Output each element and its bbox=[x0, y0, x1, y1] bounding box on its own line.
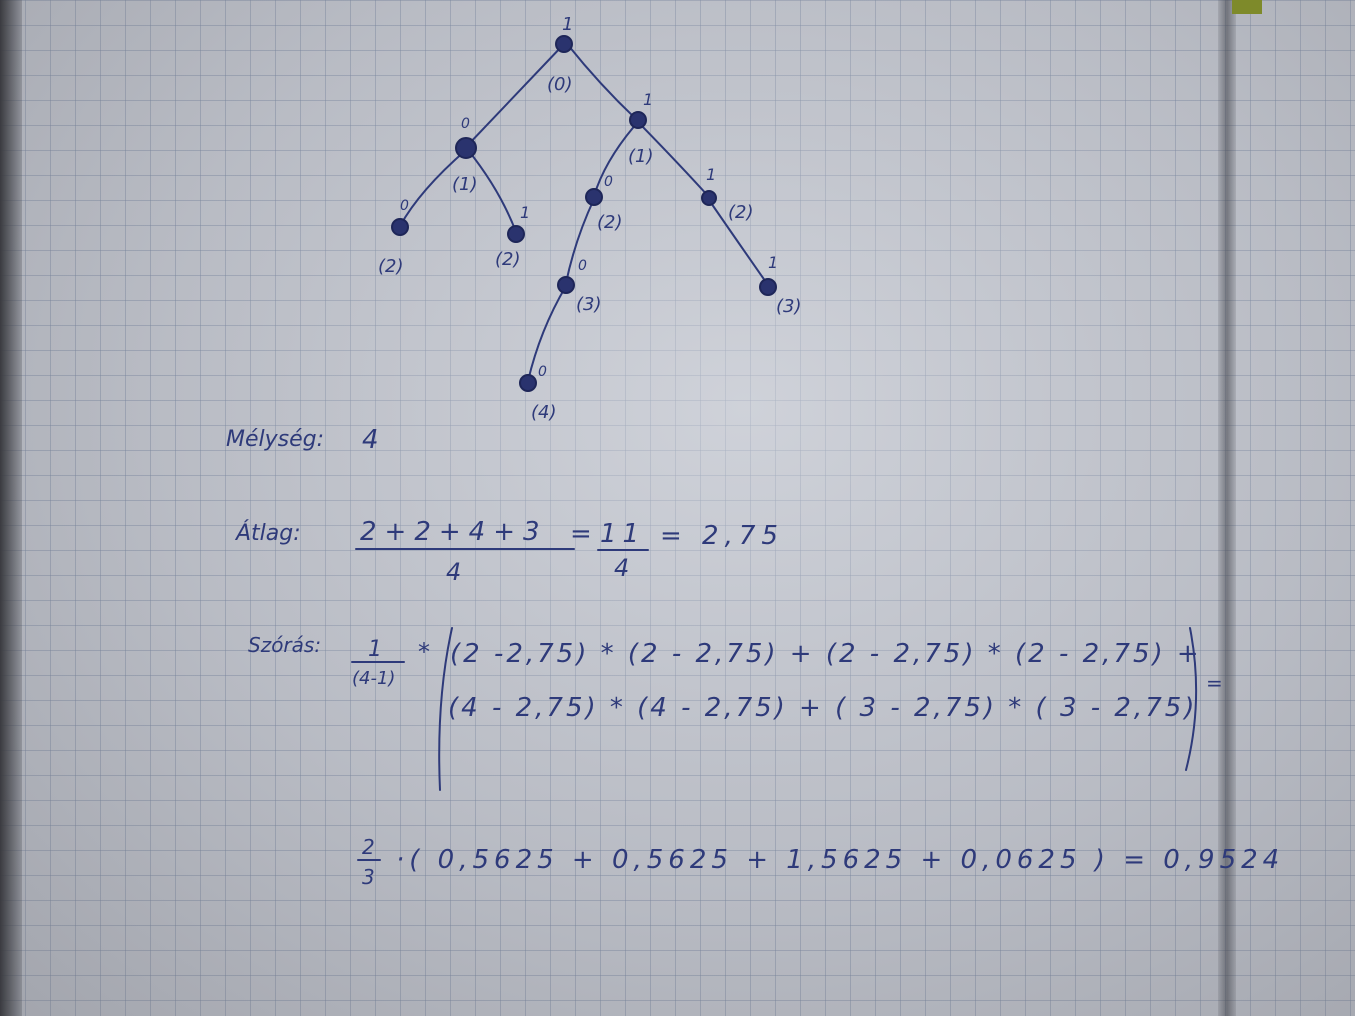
tree-label: (0) bbox=[547, 74, 573, 95]
average-label: Átlag: bbox=[234, 520, 301, 546]
variance-times: * bbox=[418, 638, 430, 666]
variance-left-paren bbox=[438, 627, 453, 791]
variance-coef-num: 1 bbox=[368, 637, 382, 662]
tree-node-right: 1 (1) bbox=[628, 90, 654, 167]
tree-label: 1 bbox=[643, 90, 653, 109]
tree-label: (3) bbox=[776, 296, 802, 317]
tree-label: 0 bbox=[538, 364, 547, 380]
edge-a-ab bbox=[467, 149, 517, 233]
average-denominator: 4 bbox=[446, 558, 461, 586]
tree-node-dot bbox=[391, 218, 409, 236]
variance-coef-den: (4-1) bbox=[352, 668, 395, 689]
tree-label: (2) bbox=[728, 202, 754, 223]
tree-label: 0 bbox=[461, 116, 470, 132]
average-frac2-den: 4 bbox=[614, 554, 629, 582]
tree-node-dot bbox=[701, 190, 717, 206]
tree-edges bbox=[399, 44, 769, 382]
final-line: 2 3 ·( 0,5625 + 0,5625 + 1,5625 + 0,0625… bbox=[357, 835, 1284, 889]
edge-a-aa bbox=[399, 149, 467, 227]
tree-label: (3) bbox=[576, 294, 602, 315]
tree-label: (4) bbox=[531, 402, 557, 423]
tree-node-dot bbox=[555, 35, 573, 53]
tree-label: 1 bbox=[768, 253, 778, 272]
tree-node-dot bbox=[759, 278, 777, 296]
page-left-edge bbox=[0, 0, 22, 1016]
final-coef-den: 3 bbox=[362, 865, 375, 889]
tree-node-dot bbox=[519, 374, 537, 392]
tree-node-left-right: 1 (2) bbox=[495, 203, 530, 270]
edge-root-right bbox=[567, 44, 638, 121]
tree-node-deepest: 0 (4) bbox=[519, 364, 557, 423]
tree-label: 0 bbox=[400, 198, 409, 214]
tree-label: 0 bbox=[604, 174, 613, 190]
tree-node-right-left-left: 0 (3) bbox=[557, 258, 602, 315]
notebook-cover-corner bbox=[1232, 0, 1262, 14]
average-equals: = bbox=[570, 519, 592, 549]
edge-bb-bbb bbox=[708, 199, 769, 286]
tree-node-right-right: 1 (2) bbox=[701, 165, 754, 223]
tree-node-right-left: 0 (2) bbox=[585, 174, 623, 233]
tree-node-root: 1 (0) bbox=[547, 14, 573, 95]
final-expression: ·( 0,5625 + 0,5625 + 1,5625 + 0,0625 ) =… bbox=[396, 845, 1284, 875]
variance-row-1: (2 -2,75) * (2 - 2,75) + (2 - 2,75) * (2… bbox=[450, 639, 1202, 669]
tree-label: (1) bbox=[628, 146, 654, 167]
tree-node-dot bbox=[557, 276, 575, 294]
edge-baa-baaa bbox=[527, 285, 567, 382]
edge-ba-baa bbox=[565, 198, 595, 284]
notebook-spine bbox=[1218, 0, 1236, 1016]
tree-label: (2) bbox=[378, 256, 404, 277]
depth-value: 4 bbox=[362, 425, 379, 455]
variance-label: Szórás: bbox=[248, 633, 321, 657]
tree-node-right-right-right: 1 (3) bbox=[759, 253, 802, 317]
edge-root-left bbox=[465, 44, 564, 148]
average-frac2-num: 11 bbox=[600, 519, 645, 549]
tree-label: (2) bbox=[495, 249, 521, 270]
average-result: = 2,75 bbox=[660, 521, 784, 551]
tree-node-dot bbox=[507, 225, 525, 243]
tree: 1 (0) 0 (1) 1 (1) 0 (2) 1 (2) 0 (2) bbox=[378, 14, 802, 423]
edge-b-bb bbox=[638, 122, 710, 198]
final-coef-num: 2 bbox=[362, 835, 375, 859]
tree-label: (1) bbox=[452, 174, 478, 195]
tree-node-left-left: 0 (2) bbox=[378, 198, 409, 277]
tree-node-dot bbox=[455, 137, 477, 159]
variance-row-2: (4 - 2,75) * (4 - 2,75) + ( 3 - 2,75) * … bbox=[448, 693, 1197, 723]
tree-label: 1 bbox=[520, 203, 530, 222]
tree-label: 1 bbox=[562, 14, 573, 35]
depth-label: Mélység: bbox=[226, 427, 324, 452]
variance-line: Szórás: 1 (4-1) * (2 -2,75) * (2 - 2,75)… bbox=[248, 627, 1223, 791]
tree-node-left: 0 (1) bbox=[452, 116, 478, 195]
tree-node-dot bbox=[585, 188, 603, 206]
tree-label: 1 bbox=[706, 165, 716, 184]
average-line: Átlag: 2+2+4+3 4 = 11 4 = 2,75 bbox=[234, 517, 784, 586]
depth-line: Mélység: 4 bbox=[226, 425, 379, 455]
variance-right-paren bbox=[1185, 627, 1198, 771]
tree-label: 0 bbox=[578, 258, 587, 274]
average-numerator: 2+2+4+3 bbox=[360, 517, 548, 547]
tree-label: (2) bbox=[597, 212, 623, 233]
tree-node-dot bbox=[629, 111, 647, 129]
variance-trailing-equals: = bbox=[1206, 671, 1223, 695]
